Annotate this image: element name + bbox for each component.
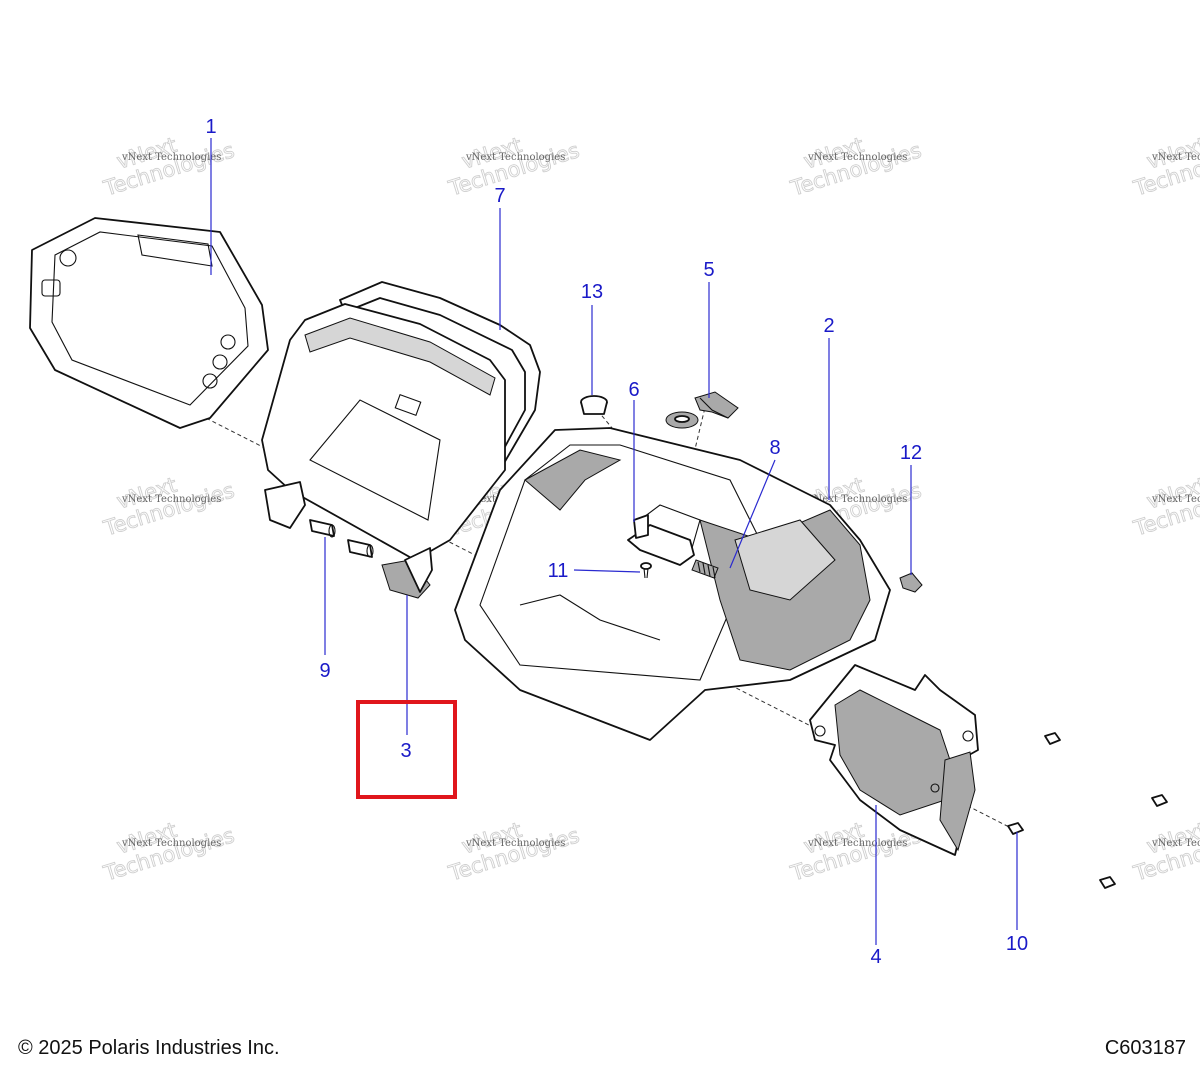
- watermark-text: vNext Technologies: [1151, 838, 1200, 849]
- part-12-plug: [899, 572, 923, 593]
- callout-3: 3: [400, 740, 411, 762]
- callout-11: 11: [548, 560, 569, 582]
- watermark-text: vNext Technologies: [807, 494, 907, 505]
- callout-12: 12: [900, 442, 922, 464]
- callout-1: 1: [205, 116, 216, 138]
- callout-2: 2: [823, 315, 834, 337]
- callout-13: 13: [581, 281, 603, 303]
- watermark-text: vNext Technologies: [465, 152, 565, 163]
- part-8-spring: [691, 559, 719, 579]
- callout-7: 7: [494, 185, 505, 207]
- part-13-plug: [580, 395, 608, 415]
- part-11-screw: [640, 562, 652, 579]
- part-1-display: [29, 217, 269, 429]
- callout-6: 6: [628, 379, 639, 401]
- drawing-id: C603187: [1104, 1037, 1186, 1059]
- callout-10: 10: [1006, 933, 1028, 955]
- part-9-pins: [309, 519, 374, 558]
- callout-9: 9: [319, 660, 330, 682]
- leader-lines: [210, 138, 1018, 945]
- callout-5: 5: [703, 259, 714, 281]
- callouts: 1 2 3 4 5 6 7 8 9 10 11 12 13: [205, 116, 1028, 968]
- watermark-text: vNext Technologies: [1151, 494, 1200, 505]
- watermark-text: vNext Technologies: [465, 838, 565, 849]
- highlight-box: [356, 700, 457, 799]
- part-3-housing: [261, 303, 506, 599]
- part-6-latch: [627, 514, 695, 566]
- part-4-cover: [809, 664, 979, 856]
- watermark-text: vNext Technologies: [121, 494, 221, 505]
- callout-8: 8: [769, 437, 780, 459]
- copyright-text: © 2025 Polaris Industries Inc.: [18, 1037, 280, 1059]
- watermark-text: vNext Technologies: [121, 838, 221, 849]
- watermark-text: vNext Technologies: [1151, 152, 1200, 163]
- callout-4: 4: [870, 946, 881, 968]
- watermark-text: vNext Technologies: [807, 152, 907, 163]
- part-5-knob: [665, 391, 739, 429]
- watermark-text: vNext Technologies: [807, 838, 907, 849]
- part-2-pod: [454, 427, 891, 741]
- part-10-bolts: [1007, 732, 1168, 889]
- watermark-text: vNext Technologies: [121, 152, 221, 163]
